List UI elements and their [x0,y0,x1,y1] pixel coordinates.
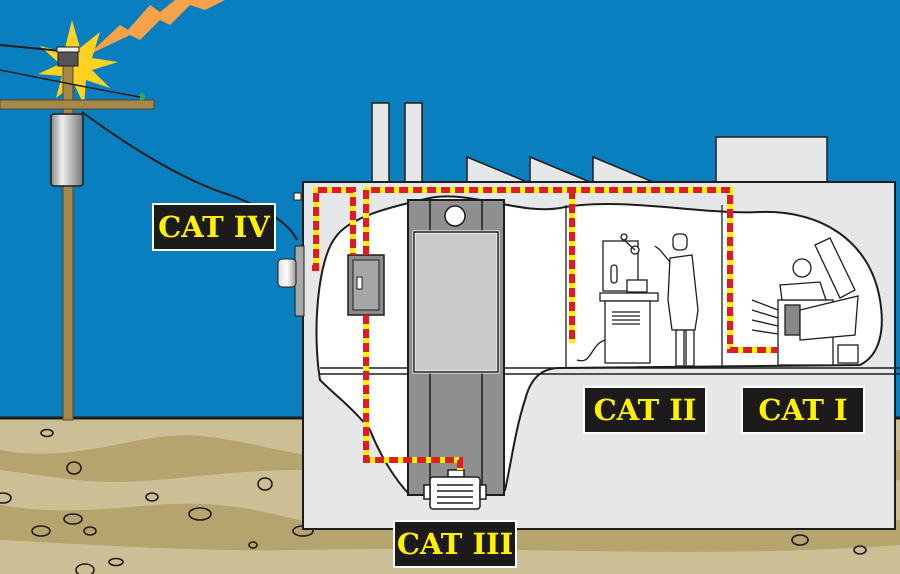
elevator-shaft [407,199,505,496]
cat-i-label: CAT I [741,386,865,434]
service-meter [277,192,305,317]
utility-pole [0,44,155,421]
cat-ii-label: CAT II [583,386,707,434]
factory-roofline [371,102,828,184]
cat-iv-label: CAT IV [152,203,276,251]
wiring [312,187,778,470]
machinist-worker [654,233,699,367]
drill-press [576,233,659,364]
office-copier [751,237,859,366]
cat-iii-label: CAT III [393,520,517,568]
motor [423,469,487,510]
pole-transformer [50,111,298,241]
distribution-panel [347,254,385,316]
wall-line [565,205,723,368]
